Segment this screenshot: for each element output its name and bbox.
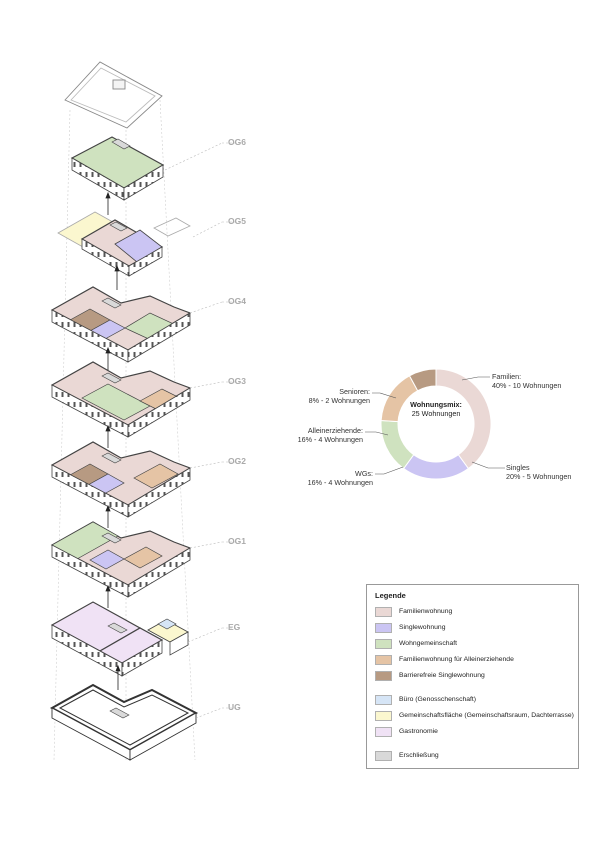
legend-swatch bbox=[375, 607, 392, 617]
mix-label-wgs: WGs:16% - 4 Wohnungen bbox=[307, 469, 373, 487]
floor-label-og3: OG3 bbox=[228, 376, 246, 386]
mix-label-familien: Familien:40% - 10 Wohnungen bbox=[492, 372, 562, 390]
wohnungsmix-donut bbox=[380, 368, 492, 480]
floor-og6 bbox=[70, 136, 165, 201]
floor-eg bbox=[50, 601, 189, 677]
floor-og4 bbox=[50, 286, 192, 363]
mix-label-alleinerziehende: Alleinerziehende:16% - 4 Wohnungen bbox=[297, 426, 363, 444]
circulation-arrows bbox=[105, 191, 121, 690]
floor-og5 bbox=[57, 211, 191, 277]
floor-og2 bbox=[50, 441, 192, 518]
floor-label-og5: OG5 bbox=[228, 216, 246, 226]
legend-swatch bbox=[375, 655, 392, 665]
legend-swatch bbox=[375, 751, 392, 761]
donut-segment-wgs bbox=[380, 420, 415, 470]
mix-leader-lines bbox=[365, 376, 505, 475]
donut-segment-familien bbox=[435, 368, 492, 470]
legend-swatch bbox=[375, 671, 392, 681]
floor-og3 bbox=[50, 361, 192, 438]
floor-label-og4: OG4 bbox=[228, 296, 246, 306]
floor-label-ug: UG bbox=[228, 702, 241, 712]
legend-swatch bbox=[375, 623, 392, 633]
floor-label-og1: OG1 bbox=[228, 536, 246, 546]
floor-ug bbox=[49, 683, 199, 761]
floor-label-og2: OG2 bbox=[228, 456, 246, 466]
roof-plan bbox=[64, 61, 163, 129]
legend-swatch bbox=[375, 711, 392, 721]
donut-segment-senioren bbox=[408, 368, 437, 392]
legend-swatch bbox=[375, 695, 392, 705]
legend-swatch bbox=[375, 727, 392, 737]
floor-label-eg: EG bbox=[228, 622, 241, 632]
mix-subtitle: 25 Wohnungen bbox=[411, 409, 461, 418]
legend: Legende Familienwohnung Singlewohnung Wo… bbox=[366, 584, 579, 769]
mix-center-label: Wohnungsmix: 25 Wohnungen bbox=[395, 400, 477, 418]
floor-label-og6: OG6 bbox=[228, 137, 246, 147]
floor-og1 bbox=[50, 521, 192, 598]
legend-swatch bbox=[375, 639, 392, 649]
legend-title: Legende bbox=[375, 591, 406, 600]
donut-segment-singles bbox=[402, 454, 470, 480]
mix-title: Wohnungsmix: bbox=[410, 400, 462, 409]
mix-label-senioren: Senioren:8% - 2 Wohnungen bbox=[308, 387, 370, 405]
floor-leader-lines bbox=[164, 142, 242, 719]
